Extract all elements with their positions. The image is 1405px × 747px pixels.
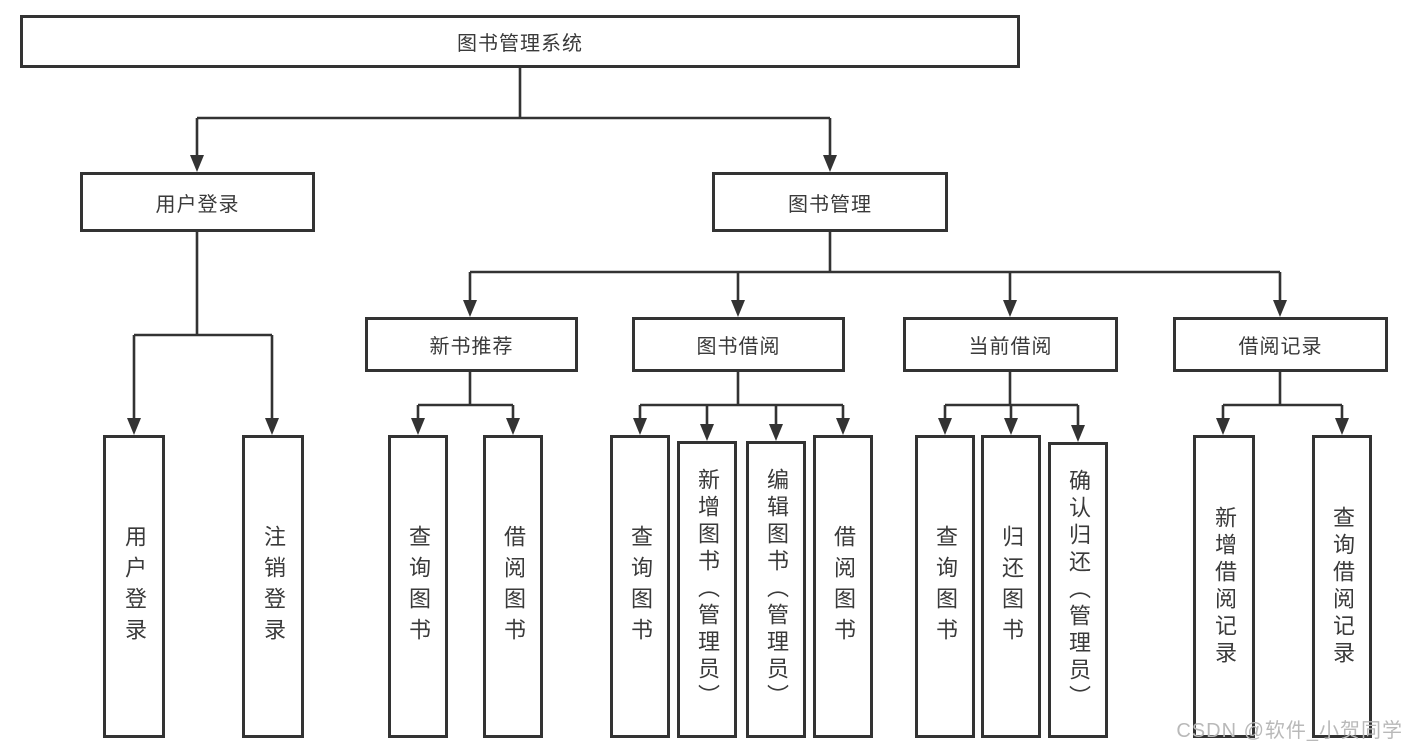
node-book-management: 图书管理 <box>712 172 948 232</box>
leaf-logout: 注销登录 <box>242 435 304 738</box>
node-user-login: 用户登录 <box>80 172 315 232</box>
leaf-borrow-books: 借阅图书 <box>813 435 873 738</box>
node-book-borrow: 图书借阅 <box>632 317 845 372</box>
leaf-add-borrow-record: 新增借阅记录 <box>1193 435 1255 738</box>
leaf-query-borrow-record: 查询借阅记录 <box>1312 435 1372 738</box>
node-current-borrow: 当前借阅 <box>903 317 1118 372</box>
node-library-system: 图书管理系统 <box>20 15 1020 68</box>
leaf-add-book-admin: 新增图书（管理员） <box>677 441 737 738</box>
leaf-borrow-books-recommend: 借阅图书 <box>483 435 543 738</box>
leaf-query-books-recommend: 查询图书 <box>388 435 448 738</box>
leaf-query-books-borrow: 查询图书 <box>610 435 670 738</box>
leaf-confirm-return-admin: 确认归还（管理员） <box>1048 442 1108 738</box>
node-borrow-records: 借阅记录 <box>1173 317 1388 372</box>
node-new-book-recommend: 新书推荐 <box>365 317 578 372</box>
csdn-watermark: CSDN @软件_小贺同学 <box>1176 720 1403 742</box>
leaf-query-books-current: 查询图书 <box>915 435 975 738</box>
leaf-return-books: 归还图书 <box>981 435 1041 738</box>
leaf-user-login: 用户登录 <box>103 435 165 738</box>
leaf-edit-book-admin: 编辑图书（管理员） <box>746 441 806 738</box>
